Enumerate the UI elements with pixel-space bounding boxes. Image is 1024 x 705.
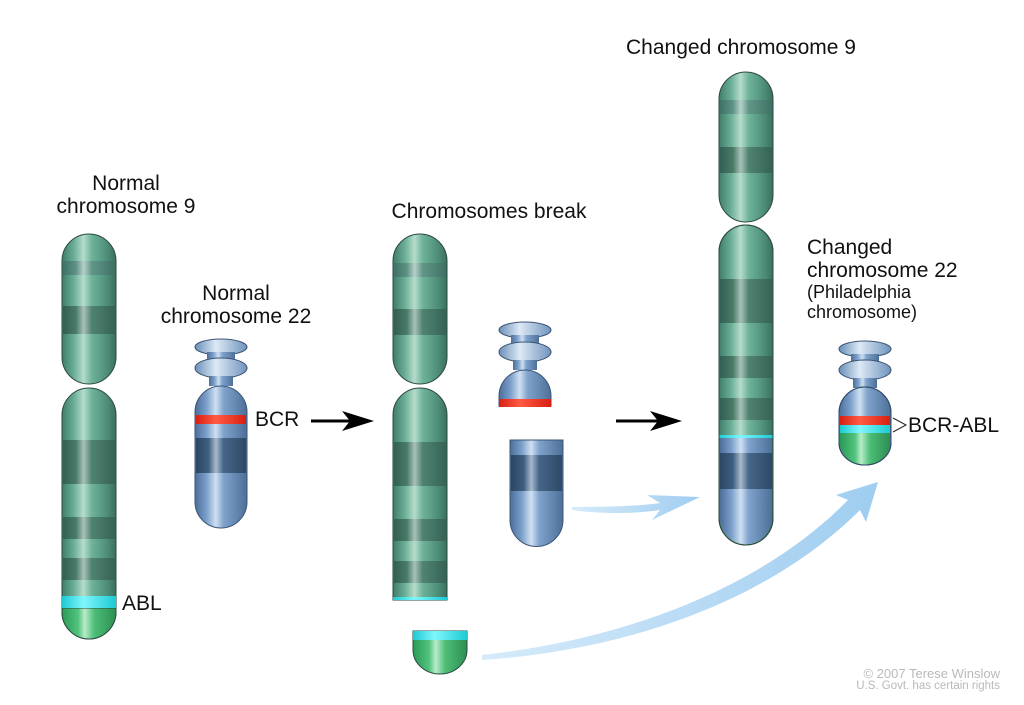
broken-chromosome-9	[392, 233, 448, 601]
label-line: chromosome 22	[160, 305, 312, 328]
gene-label-bcr-abl: BCR-ABL	[908, 414, 1000, 437]
label-line: (Philadelphia	[807, 282, 912, 302]
normal-chromosome-22	[194, 338, 248, 529]
label-normal-chromosome-9: Normal chromosome 9	[36, 172, 216, 218]
label-changed-chromosome-22: Changed chromosome 22 (Philadelphia chro…	[807, 236, 958, 322]
chromosome-9-fragment	[412, 630, 468, 675]
label-line: chromosome 9	[56, 195, 196, 218]
gene-label-abl: ABL	[122, 592, 162, 615]
credit-line-1: © 2007 Terese Winslow	[863, 666, 1000, 681]
bcr-band	[196, 415, 246, 424]
broken-chromosome-22-lower	[509, 439, 564, 547]
credit-line-2: U.S. Govt. has certain rights	[856, 680, 1000, 692]
label-line: Changed	[807, 236, 893, 259]
label-line: Normal	[202, 282, 270, 305]
label-chromosomes-break: Chromosomes break	[359, 200, 619, 223]
label-line: chromosome 22	[807, 259, 958, 282]
stage-arrow-icon	[616, 411, 682, 431]
abl-band	[62, 596, 116, 608]
changed-chromosome-9	[718, 71, 774, 546]
translocation-arrow-22-to-9-icon	[572, 495, 700, 520]
gene-label-bcr: BCR	[255, 408, 300, 431]
label-line: Changed chromosome 9	[626, 36, 856, 59]
philadelphia-chromosome	[838, 340, 908, 466]
broken-chromosome-22-upper	[498, 321, 552, 407]
label-normal-chromosome-22: Normal chromosome 22	[136, 282, 336, 328]
label-changed-chromosome-9: Changed chromosome 9	[591, 36, 891, 59]
bcr-arrow-icon	[311, 411, 374, 431]
label-line: chromosome)	[807, 302, 918, 322]
label-line: Normal	[92, 172, 160, 195]
normal-chromosome-9	[61, 233, 117, 640]
label-line: Chromosomes break	[391, 200, 587, 223]
copyright-credit: © 2007 Terese Winslow U.S. Govt. has cer…	[856, 667, 1000, 693]
